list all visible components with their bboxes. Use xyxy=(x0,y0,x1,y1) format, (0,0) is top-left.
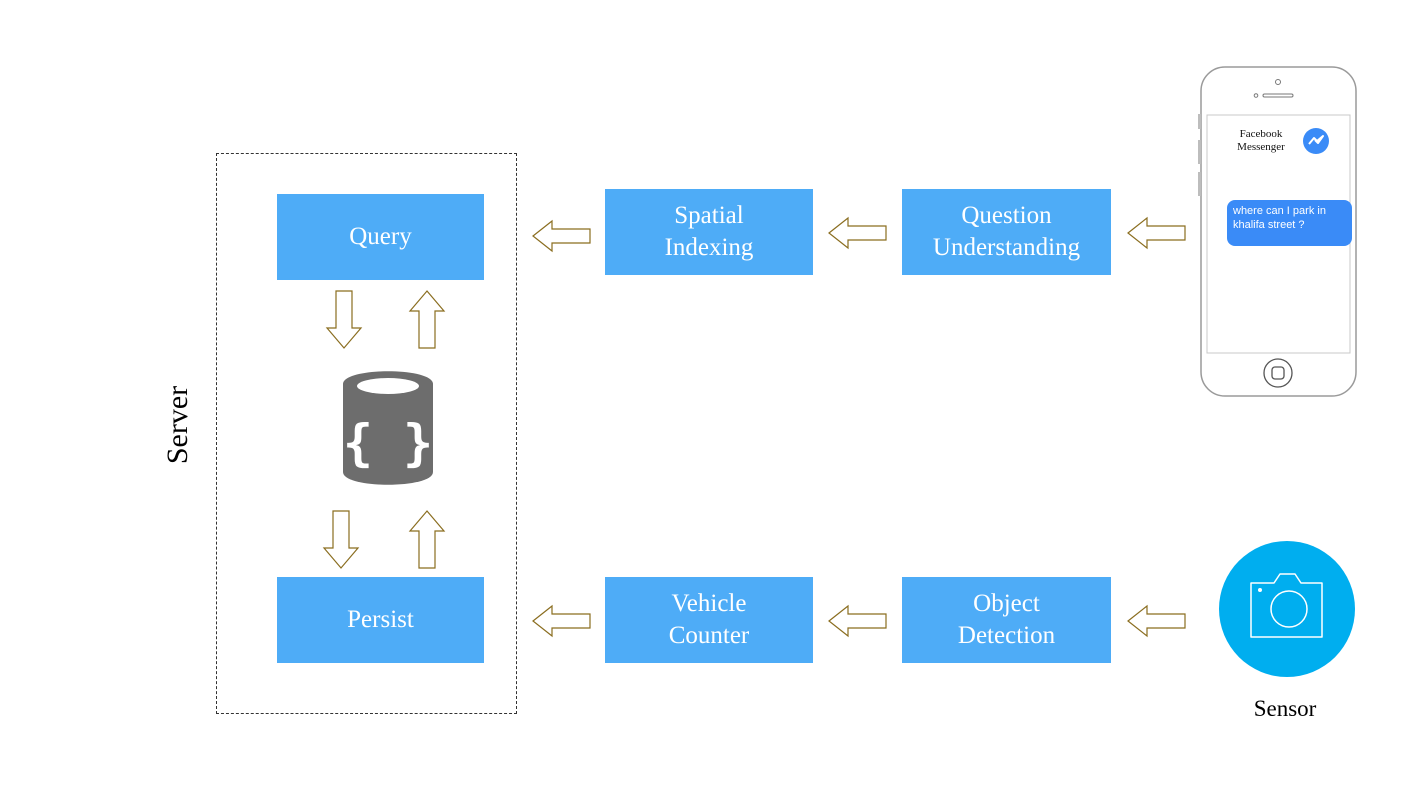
arrow-left-5 xyxy=(828,604,887,638)
arrow-left-6 xyxy=(1127,604,1186,638)
vehicle-counter-box: Vehicle Counter xyxy=(605,577,813,663)
sensor-label: Sensor xyxy=(1253,696,1317,721)
camera-icon xyxy=(1219,541,1355,677)
server-frame xyxy=(216,153,517,714)
arrow-left-3 xyxy=(1127,216,1186,250)
phone-app-name: Facebook Messenger xyxy=(1237,128,1285,154)
arrow-left-4 xyxy=(532,604,591,638)
arrow-down-upper xyxy=(325,290,363,349)
svg-text:{ }: { } xyxy=(343,414,433,472)
database-json-icon: { } xyxy=(343,371,433,485)
spatial-indexing-box: Spatial Indexing xyxy=(605,189,813,275)
arrow-up-lower xyxy=(408,510,446,569)
arrow-left-2 xyxy=(828,216,887,250)
persist-box: Persist xyxy=(277,577,484,663)
server-label: Server xyxy=(161,385,194,465)
messenger-icon xyxy=(1303,128,1329,154)
arrow-down-lower xyxy=(322,510,360,569)
object-detection-box: Object Detection xyxy=(902,577,1111,663)
query-box: Query xyxy=(277,194,484,280)
arrow-left-1 xyxy=(532,219,591,253)
message-bubble: where can I park in khalifa street ? xyxy=(1227,200,1352,246)
question-understanding-box: Question Understanding xyxy=(902,189,1111,275)
arrow-up-upper xyxy=(408,290,446,349)
